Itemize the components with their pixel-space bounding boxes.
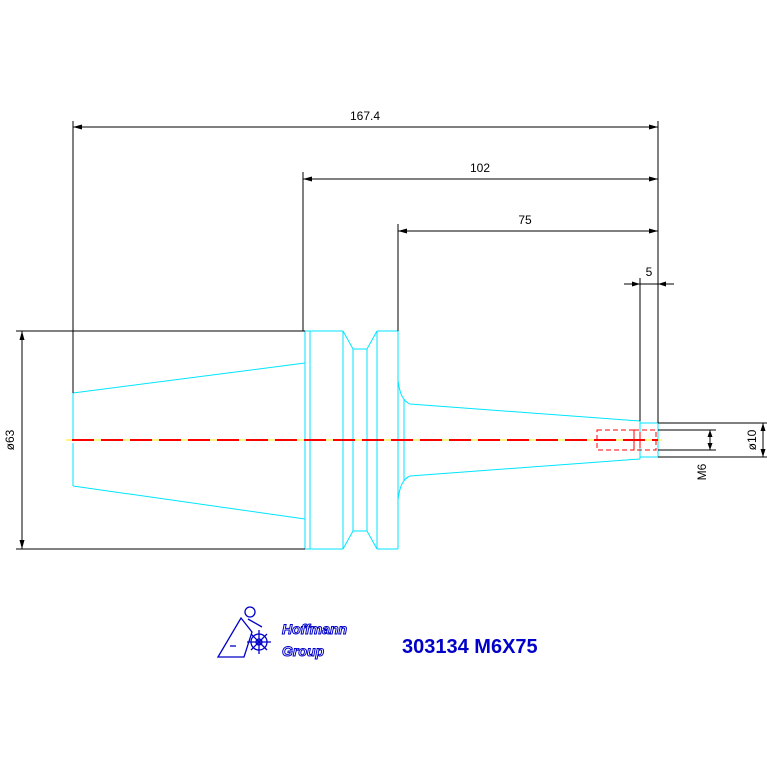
dimension-arrows (19, 124, 766, 549)
shank-upper-edge (397, 379, 641, 422)
thread-bore-solid (633, 432, 641, 448)
dimension-lines (16, 121, 767, 550)
brand-name-line2: Group (282, 643, 324, 659)
brand-name-line1: Hoffmann (282, 621, 347, 637)
brand-logo (216, 606, 271, 658)
dim-length-75: 75 (518, 213, 532, 227)
shank-lower-edge (397, 458, 641, 501)
dim-diameter-10: ø10 (745, 429, 759, 450)
groove-upper (342, 330, 378, 350)
taper-lower-edge (72, 485, 306, 520)
taper-upper-edge (72, 362, 306, 394)
dim-overall-length: 167.4 (350, 109, 380, 123)
dim-length-5: 5 (646, 265, 653, 279)
dim-length-102: 102 (470, 161, 490, 175)
groove-lower (342, 530, 378, 550)
part-number: 303134 M6X75 (402, 636, 538, 658)
dim-diameter-63: ø63 (3, 429, 17, 450)
dim-thread-m6: M6 (695, 463, 709, 480)
